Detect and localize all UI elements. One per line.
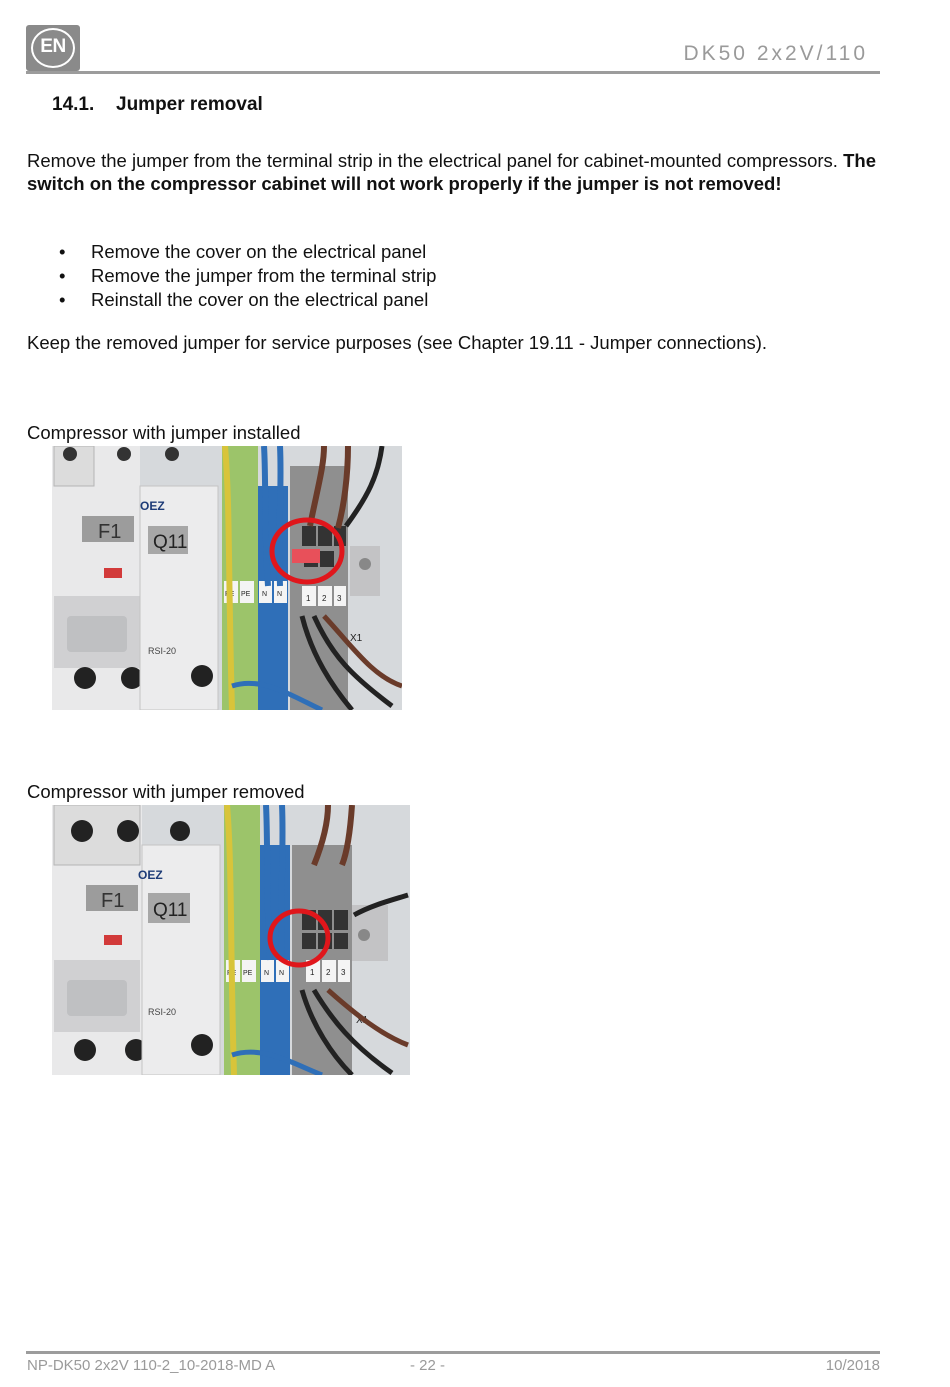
label-model: RSI-20 (148, 1007, 176, 1017)
label-pe2: PE (243, 970, 253, 977)
label-f1: F1 (101, 890, 124, 912)
label-n2: N (279, 970, 284, 977)
language-badge-circle (31, 28, 75, 68)
label-t3: 3 (337, 594, 342, 603)
step-text: Remove the jumper from the terminal stri… (91, 265, 437, 286)
label-t3: 3 (341, 968, 346, 977)
steps-list: • Remove the cover on the electrical pane… (27, 240, 436, 312)
list-item: • Reinstall the cover on the electrical p… (27, 288, 436, 312)
label-brand: OEZ (138, 868, 163, 882)
footer-date: 10/2018 (825, 1357, 880, 1374)
list-item: • Remove the cover on the electrical pane… (27, 240, 436, 264)
language-badge: EN (26, 25, 80, 71)
list-item: • Remove the jumper from the terminal str… (27, 264, 436, 288)
label-t2: 2 (326, 968, 331, 977)
intro-warning: The switch on the compressor cabinet wil… (27, 150, 877, 194)
label-q11: Q11 (153, 532, 188, 553)
language-badge-label: EN (40, 36, 66, 57)
photo-jumper-installed: F1 Q11 OEZ RSI-20 PE PE N N 1 2 3 X1 (52, 446, 402, 710)
bullet-icon: • (59, 241, 66, 262)
label-n1: N (262, 591, 267, 598)
label-f1: F1 (98, 521, 121, 543)
photo-jumper-removed: F1 Q11 OEZ RSI-20 PE PE N N 1 2 3 X1 (52, 805, 410, 1075)
footer-rule (26, 1351, 880, 1354)
step-text: Remove the cover on the electrical panel (91, 241, 427, 262)
label-t1: 1 (310, 968, 315, 977)
service-note: Keep the removed jumper for service purp… (27, 332, 768, 353)
figure-caption-removed: Compressor with jumper removed (27, 781, 305, 802)
intro-text: Remove the jumper from the terminal stri… (27, 150, 838, 171)
bullet-icon: • (59, 265, 66, 286)
intro-paragraph: Remove the jumper from the terminal stri… (27, 150, 876, 195)
label-brand: OEZ (140, 499, 165, 513)
highlight-circle (267, 908, 331, 968)
footer-page-number: - 22 - (410, 1357, 446, 1374)
highlight-circle (269, 517, 345, 585)
label-n2: N (277, 591, 282, 598)
bullet-icon: • (59, 289, 66, 310)
label-pe2: PE (241, 591, 251, 598)
step-text: Reinstall the cover on the electrical pa… (91, 289, 429, 310)
header-rule (26, 71, 880, 74)
section-heading: 14.1. Jumper removal (52, 94, 263, 116)
footer-doc-id: NP-DK50 2x2V 110-2_10-2018-MD A (27, 1357, 276, 1374)
figure-caption-installed: Compressor with jumper installed (27, 422, 301, 443)
label-x1: X1 (350, 633, 363, 644)
document-code: DK50 2x2V/110 (683, 42, 868, 65)
jumper (292, 549, 320, 563)
label-q11: Q11 (153, 900, 188, 921)
label-model: RSI-20 (148, 646, 176, 656)
section-title: Jumper removal (116, 94, 263, 115)
section-number: 14.1. (52, 94, 95, 115)
label-t1: 1 (306, 594, 311, 603)
label-n1: N (264, 970, 269, 977)
label-t2: 2 (322, 594, 327, 603)
